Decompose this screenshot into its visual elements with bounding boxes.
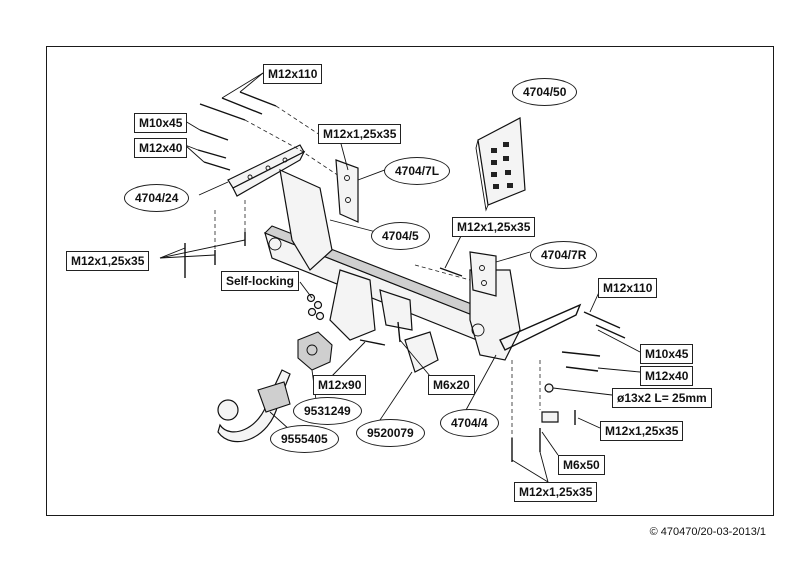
label-part-9555405: 9555405 — [270, 425, 339, 453]
instruction-card-drawing — [475, 117, 526, 212]
label-part-4704-4: 4704/4 — [440, 409, 499, 437]
tow-ball-9555405-drawing — [217, 369, 291, 443]
bolts-top-left-drawing — [184, 91, 321, 278]
label-m6x20: M6x20 — [428, 375, 475, 395]
label-m12x125x35-mid: M12x1,25x35 — [452, 217, 536, 237]
label-m10x45-left: M10x45 — [134, 113, 188, 133]
label-m12x40-left: M12x40 — [134, 138, 188, 158]
label-m12x110-right: M12x110 — [598, 278, 658, 298]
label-part-4704-24: 4704/24 — [124, 184, 190, 212]
copyright-note: © 470470/20-03-2013/1 — [649, 526, 766, 538]
label-m12x125x35-right: M12x1,25x35 — [600, 421, 684, 441]
label-part-4704-7r: 4704/7R — [530, 241, 598, 269]
label-m10x45-right: M10x45 — [640, 344, 694, 364]
label-diameter-13x2: ø13x2 L= 25mm — [612, 388, 712, 408]
label-m12x110-top: M12x110 — [263, 64, 323, 84]
label-part-9520079: 9520079 — [356, 419, 425, 447]
bolts-right-drawing — [511, 311, 626, 462]
label-m12x125x35-top: M12x1,25x35 — [318, 124, 402, 144]
leader-lines — [159, 72, 641, 483]
crossbar-drawing — [264, 168, 582, 361]
self-locking-nuts-drawing — [306, 293, 325, 321]
left-plate-7l-drawing — [335, 159, 359, 223]
right-plate-7r-drawing — [414, 251, 497, 297]
label-part-4704-50: 4704/50 — [512, 78, 578, 106]
label-part-4704-7l: 4704/7L — [384, 157, 451, 185]
label-m12x40-right: M12x40 — [640, 366, 694, 386]
label-m6x50: M6x50 — [558, 455, 605, 475]
label-m12x90: M12x90 — [313, 375, 367, 395]
label-part-9531249: 9531249 — [293, 397, 362, 425]
diagram-frame — [46, 46, 774, 516]
left-bracket-drawing — [227, 144, 346, 197]
label-m12x125x35-left: M12x1,25x35 — [66, 251, 150, 271]
socket-9531249-drawing — [297, 331, 333, 371]
label-part-4704-5: 4704/5 — [371, 222, 430, 250]
module-9520079-drawing — [359, 321, 439, 373]
label-self-locking: Self-locking — [221, 271, 300, 291]
label-m12x125x35-bottom: M12x1,25x35 — [514, 482, 598, 502]
